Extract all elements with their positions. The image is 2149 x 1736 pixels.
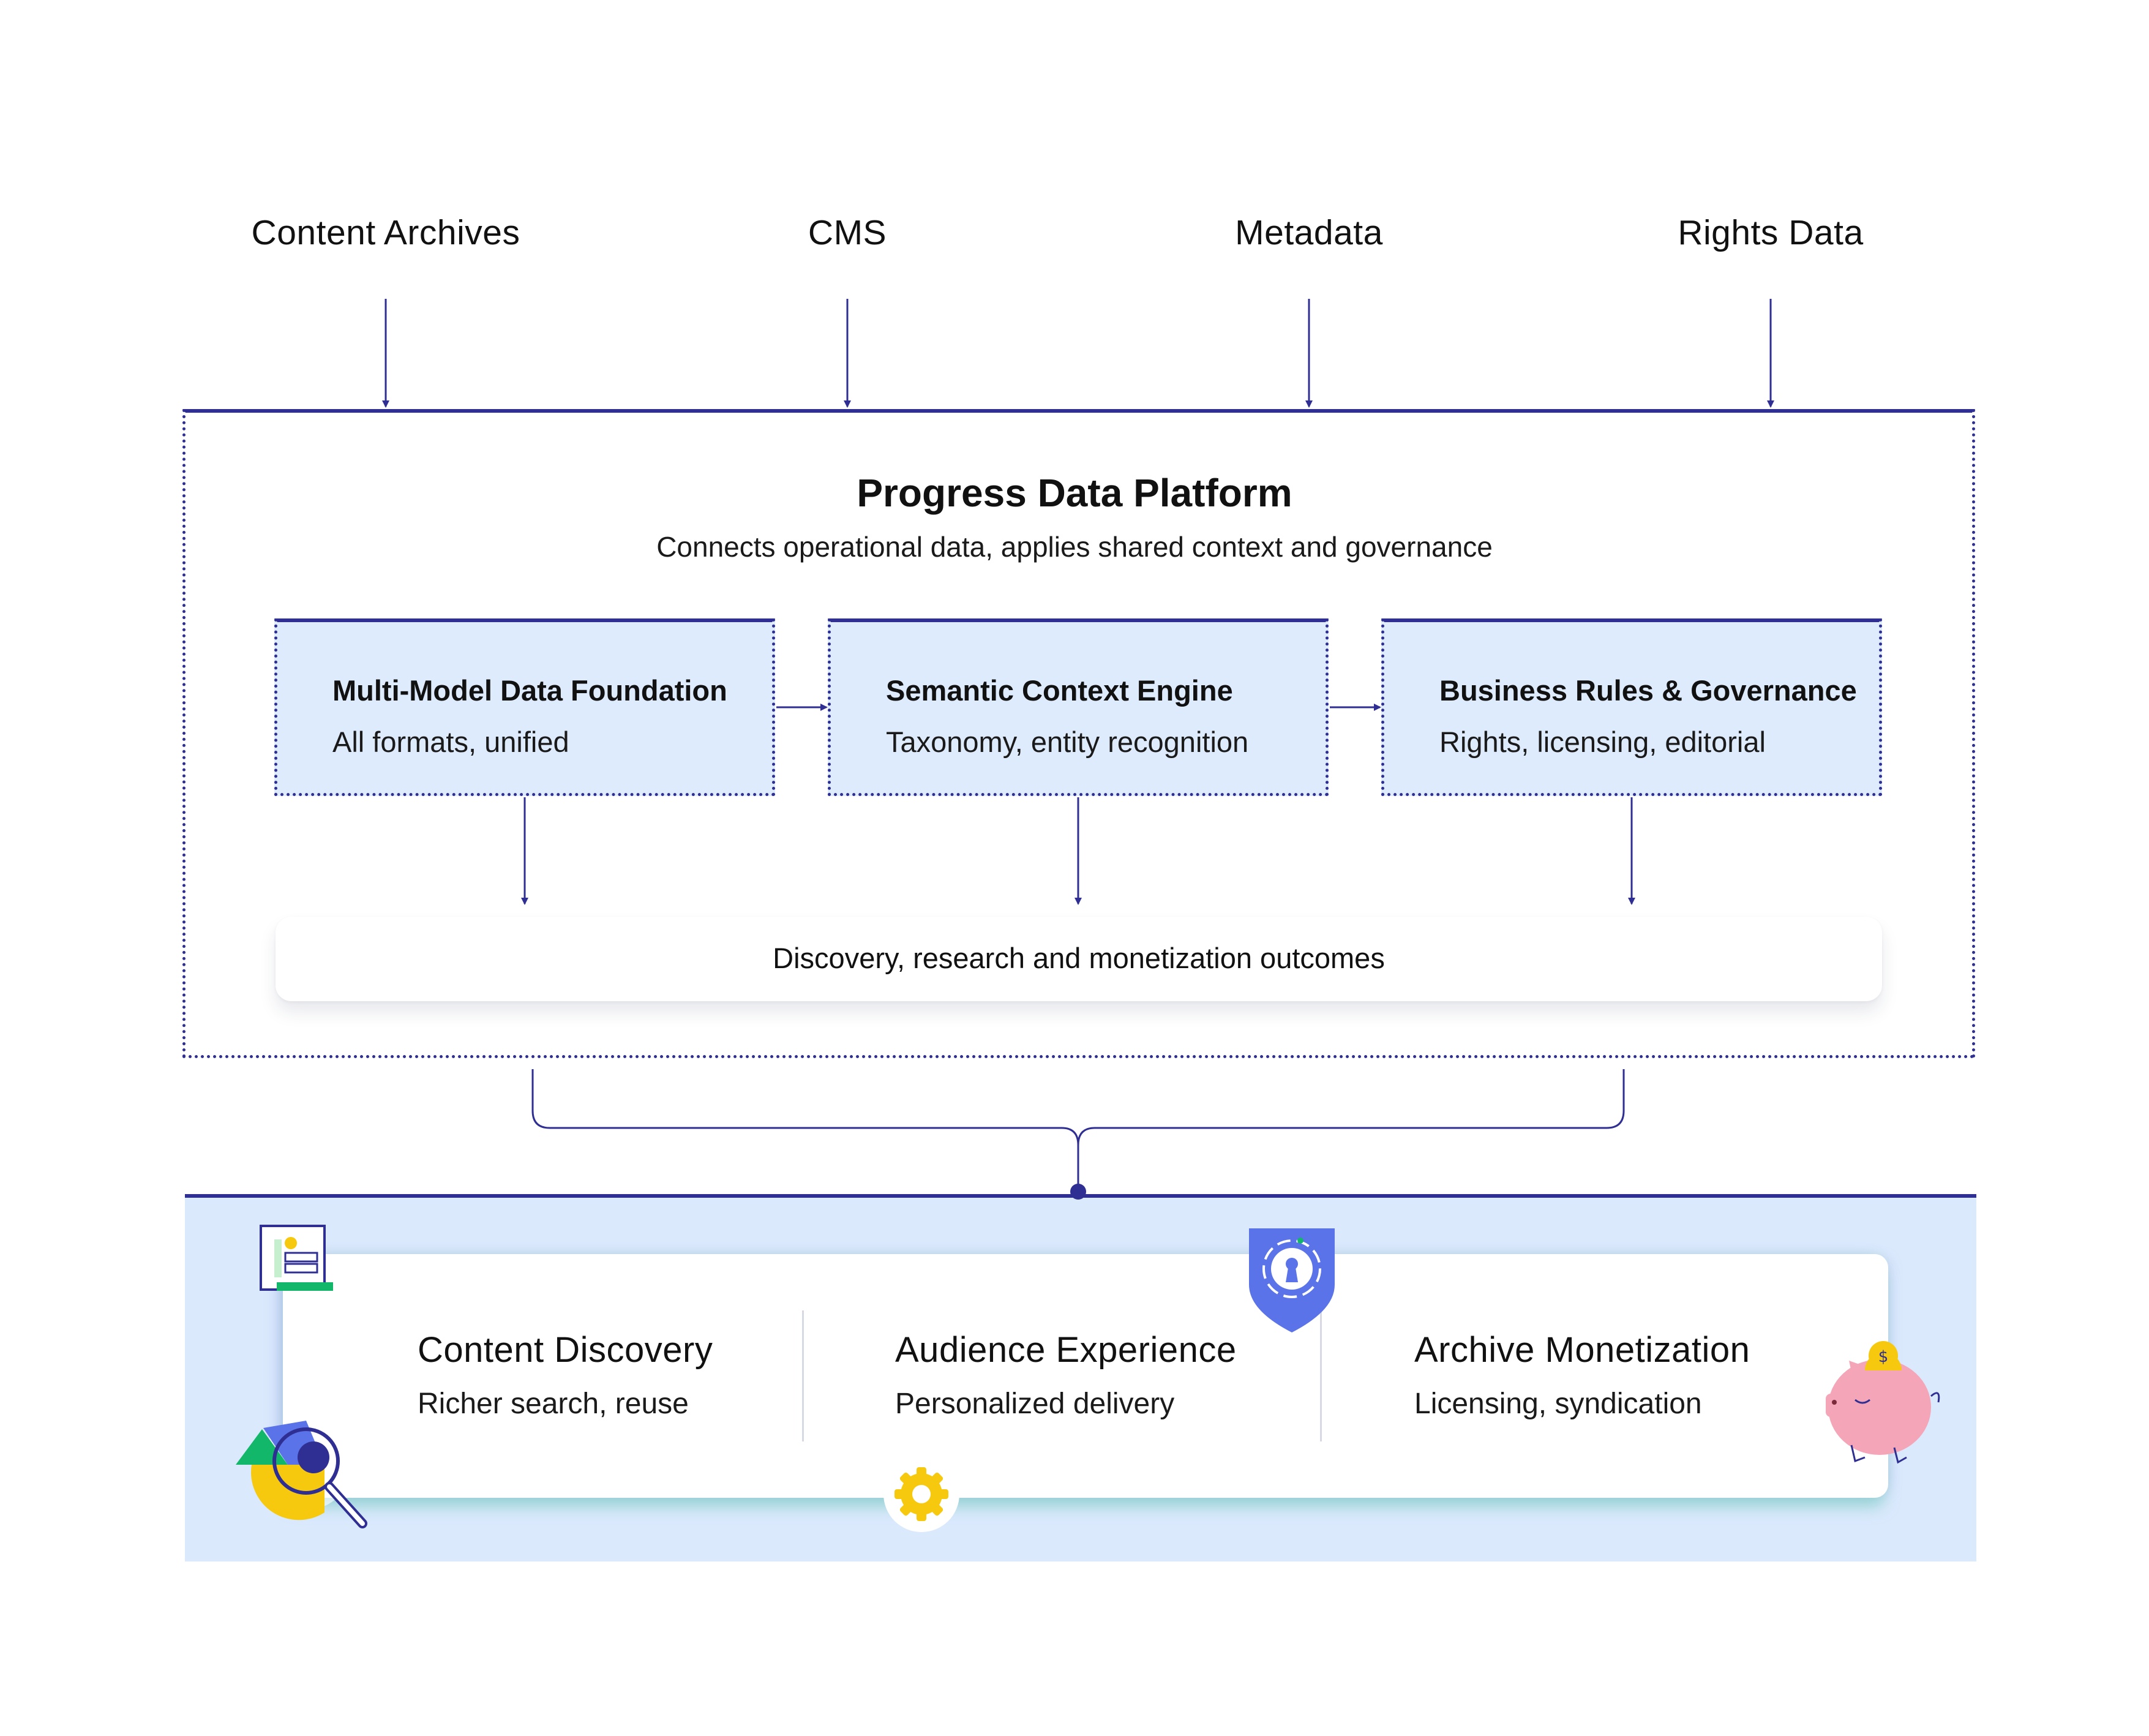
component-data-foundation: Multi-Model Data Foundation All formats,… xyxy=(274,618,775,796)
results-divider xyxy=(802,1310,804,1441)
component-subtitle: All formats, unified xyxy=(332,726,569,758)
shield-lock-icon xyxy=(1249,1228,1335,1332)
result-subtitle-audience-experience: Personalized delivery xyxy=(895,1388,1175,1420)
result-subtitle-archive-monetization: Licensing, syndication xyxy=(1414,1388,1702,1420)
platform-container xyxy=(182,409,1975,1058)
results-divider xyxy=(1320,1310,1322,1441)
result-subtitle-content-discovery: Richer search, reuse xyxy=(418,1388,689,1420)
component-semantic-engine: Semantic Context Engine Taxonomy, entity… xyxy=(828,618,1329,796)
gear-icon xyxy=(883,1456,959,1532)
magnifier-chart-icon xyxy=(236,1419,367,1528)
component-title: Business Rules & Governance xyxy=(1439,674,1857,707)
document-icon xyxy=(260,1225,333,1291)
source-label-metadata: Metadata xyxy=(1235,213,1383,252)
source-label-rights-data: Rights Data xyxy=(1678,213,1864,252)
results-card xyxy=(283,1254,1888,1498)
result-title-audience-experience: Audience Experience xyxy=(895,1330,1237,1370)
outcome-arrows xyxy=(521,797,1635,905)
component-subtitle: Taxonomy, entity recognition xyxy=(886,726,1249,758)
outcomes-bar: Discovery, research and monetization out… xyxy=(276,917,1882,1001)
source-label-cms: CMS xyxy=(808,213,887,252)
result-title-content-discovery: Content Discovery xyxy=(418,1330,713,1370)
platform-subtitle: Connects operational data, applies share… xyxy=(656,531,1493,563)
component-business-rules: Business Rules & Governance Rights, lice… xyxy=(1381,618,1882,796)
component-subtitle: Rights, licensing, editorial xyxy=(1439,726,1766,758)
bracket-connector xyxy=(531,1069,1625,1188)
source-arrows xyxy=(382,299,1774,408)
platform-title: Progress Data Platform xyxy=(857,471,1292,515)
result-title-archive-monetization: Archive Monetization xyxy=(1414,1330,1750,1370)
bracket-junction-dot xyxy=(1070,1184,1086,1200)
source-label-content-archives: Content Archives xyxy=(251,213,520,252)
component-title: Multi-Model Data Foundation xyxy=(332,674,727,707)
outcomes-text: Discovery, research and monetization out… xyxy=(773,942,1385,974)
svg-text:$: $ xyxy=(1878,1348,1889,1366)
piggy-bank-icon: $ xyxy=(1826,1341,1940,1464)
component-title: Semantic Context Engine xyxy=(886,674,1233,707)
